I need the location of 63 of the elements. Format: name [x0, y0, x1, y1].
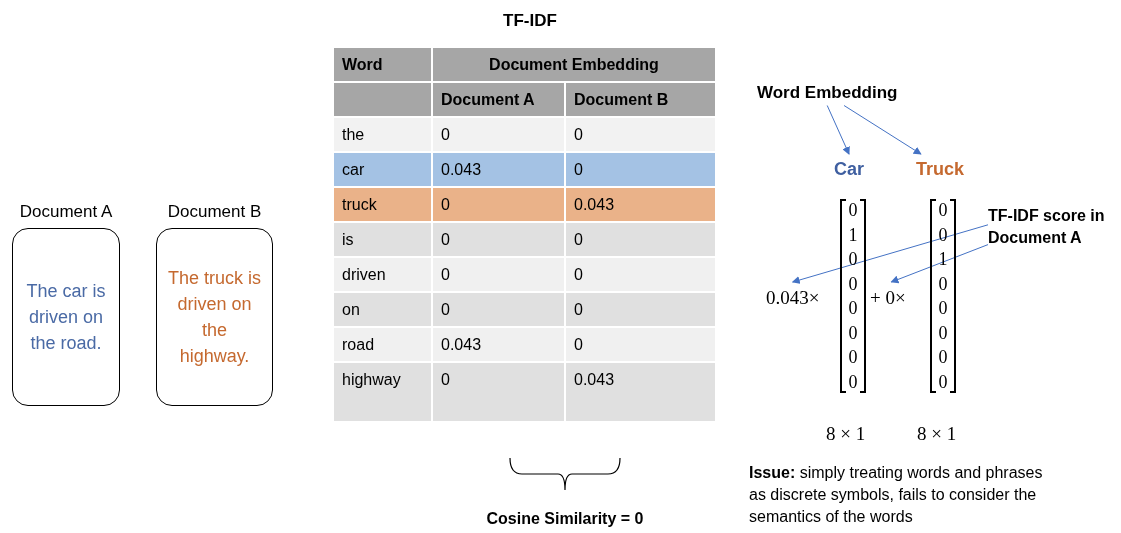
table-cell: 0.043: [566, 188, 715, 221]
document-title: Document B: [167, 200, 262, 223]
table-cell: 0: [433, 293, 564, 326]
table-cell: 0: [433, 363, 564, 421]
table-cell: 0: [566, 258, 715, 291]
document-text: The car is driven on the road.: [25, 280, 107, 355]
table-cell: 0: [433, 258, 564, 291]
annotation-text: Word Embedding: [757, 80, 898, 106]
table-cell: 0: [566, 153, 715, 186]
note-text: Issue: simply treating words and phrases as discrete symbols, fails to consider the semantics of the words: [749, 463, 1044, 527]
table-cell: 0: [566, 118, 715, 151]
word-label: Truck: [916, 156, 965, 183]
vector-value: 0: [848, 370, 858, 393]
vector-value: 0: [938, 370, 948, 393]
vector-value: 0: [938, 297, 948, 320]
table-cell: driven: [334, 258, 431, 291]
table-cell: 0.043: [433, 153, 564, 186]
vector-value: 0: [938, 223, 948, 246]
table-cell: Document A: [433, 83, 564, 116]
table-cell: Document Embedding: [433, 48, 715, 81]
table-cell: 0: [433, 118, 564, 151]
document-text: The truck is driven on the highway.: [167, 267, 262, 368]
vector-value: 0: [938, 321, 948, 344]
vector-value: 0: [848, 297, 858, 320]
vector-value: 0: [938, 272, 948, 295]
vector-value: 0: [848, 199, 858, 221]
table-cell: on: [334, 293, 431, 326]
table-cell: 0.043: [433, 328, 564, 361]
table-cell: 0: [433, 223, 564, 256]
arrow: [791, 224, 989, 284]
table-title: TF-IDF: [502, 10, 558, 32]
vector-value: 1: [938, 248, 948, 271]
table-cell: 0: [566, 223, 715, 256]
vector-value: 0: [848, 321, 858, 344]
dimension-text: 8 × 1: [917, 422, 957, 446]
vector-value: 0: [848, 248, 858, 271]
table-cell: car: [334, 153, 431, 186]
annotation-text: TF-IDF score in Document A: [988, 205, 1121, 249]
vector-value: 0: [938, 346, 948, 369]
table-cell: truck: [334, 188, 431, 221]
vector-value: 0: [848, 272, 858, 295]
vector-value: 0: [848, 346, 858, 369]
table-cell: Document B: [566, 83, 715, 116]
word-label: Car: [834, 156, 864, 183]
coefficient-text: 0.043×: [766, 284, 820, 313]
table-cell: 0: [566, 328, 715, 361]
table-cell: road: [334, 328, 431, 361]
document-title: Document A: [19, 200, 113, 223]
coefficient-text: + 0×: [870, 284, 906, 313]
table-cell: Word: [334, 48, 431, 81]
vector-value: 1: [848, 223, 858, 246]
caption-text: Cosine Similarity = 0: [485, 509, 645, 529]
dimension-text: 8 × 1: [826, 422, 866, 446]
vector-value: 0: [938, 199, 948, 221]
table-cell: the: [334, 118, 431, 151]
arrow: [843, 105, 922, 155]
arrow: [826, 105, 850, 155]
arrow: [890, 244, 989, 284]
table-cell: is: [334, 223, 431, 256]
table-cell: 0: [566, 293, 715, 326]
table-cell: highway: [334, 363, 431, 421]
table-cell: 0.043: [566, 363, 715, 421]
table-cell: 0: [433, 188, 564, 221]
